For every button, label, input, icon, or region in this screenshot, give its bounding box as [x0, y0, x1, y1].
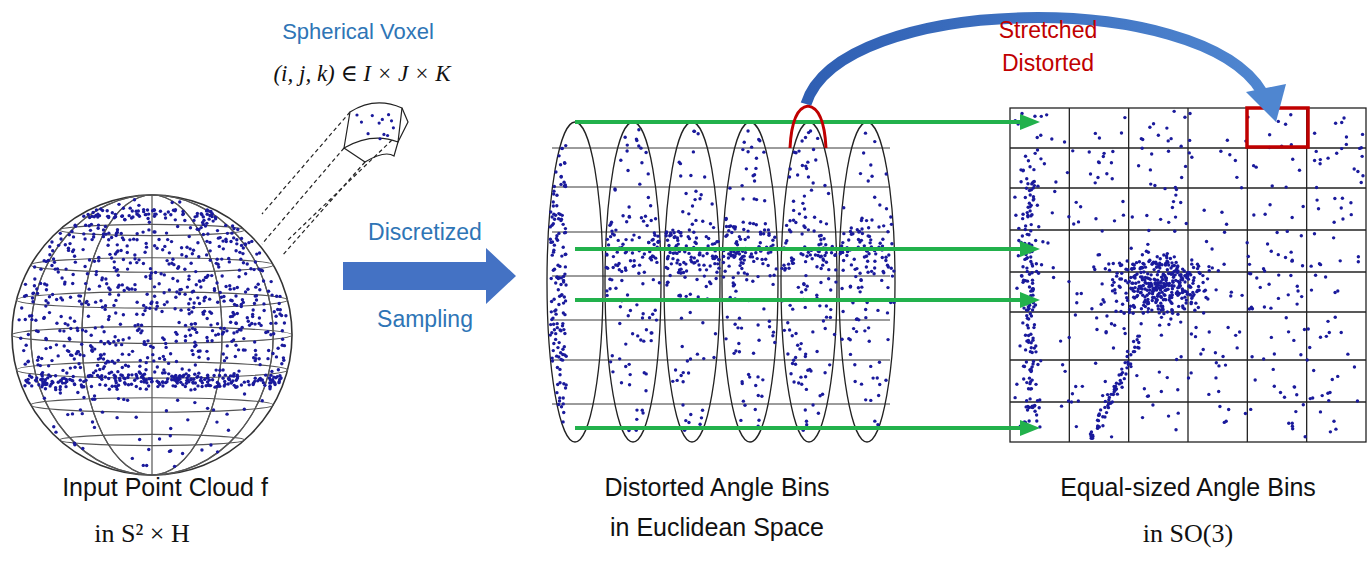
sampling-arrow	[343, 248, 516, 304]
curved-arrow	[806, 18, 1262, 104]
so3-points	[1013, 110, 1364, 440]
curved-arrow-head	[1246, 84, 1286, 122]
sphere-points	[17, 198, 287, 468]
angle-bin-grid	[1010, 108, 1366, 442]
voxel-title: Spherical Voxel	[282, 19, 434, 44]
sphere	[12, 195, 292, 475]
panel-caption-math: in SO(3)	[1143, 519, 1233, 549]
arrow-label: Discretized	[368, 219, 482, 245]
panel-caption-math: in S² × H	[94, 519, 189, 549]
euclidean-points	[549, 128, 896, 432]
stretched-bin-highlight	[790, 106, 826, 148]
distortion-label: Distorted	[1002, 50, 1094, 76]
voxel-index-formula: (i, j, k) ∈ I × J × K	[273, 61, 450, 87]
panel-caption: in Euclidean Space	[610, 513, 824, 542]
arrow-label: Sampling	[377, 306, 473, 332]
voxel-points	[355, 113, 395, 140]
angle-bin-ellipses	[547, 122, 895, 442]
panel-caption: Equal-sized Angle Bins	[1060, 473, 1316, 502]
mapping-arrows	[575, 114, 1040, 436]
panel-caption: Distorted Angle Bins	[604, 473, 829, 502]
panel-caption: Input Point Cloud f	[62, 473, 268, 502]
distortion-label: Stretched	[999, 17, 1097, 43]
